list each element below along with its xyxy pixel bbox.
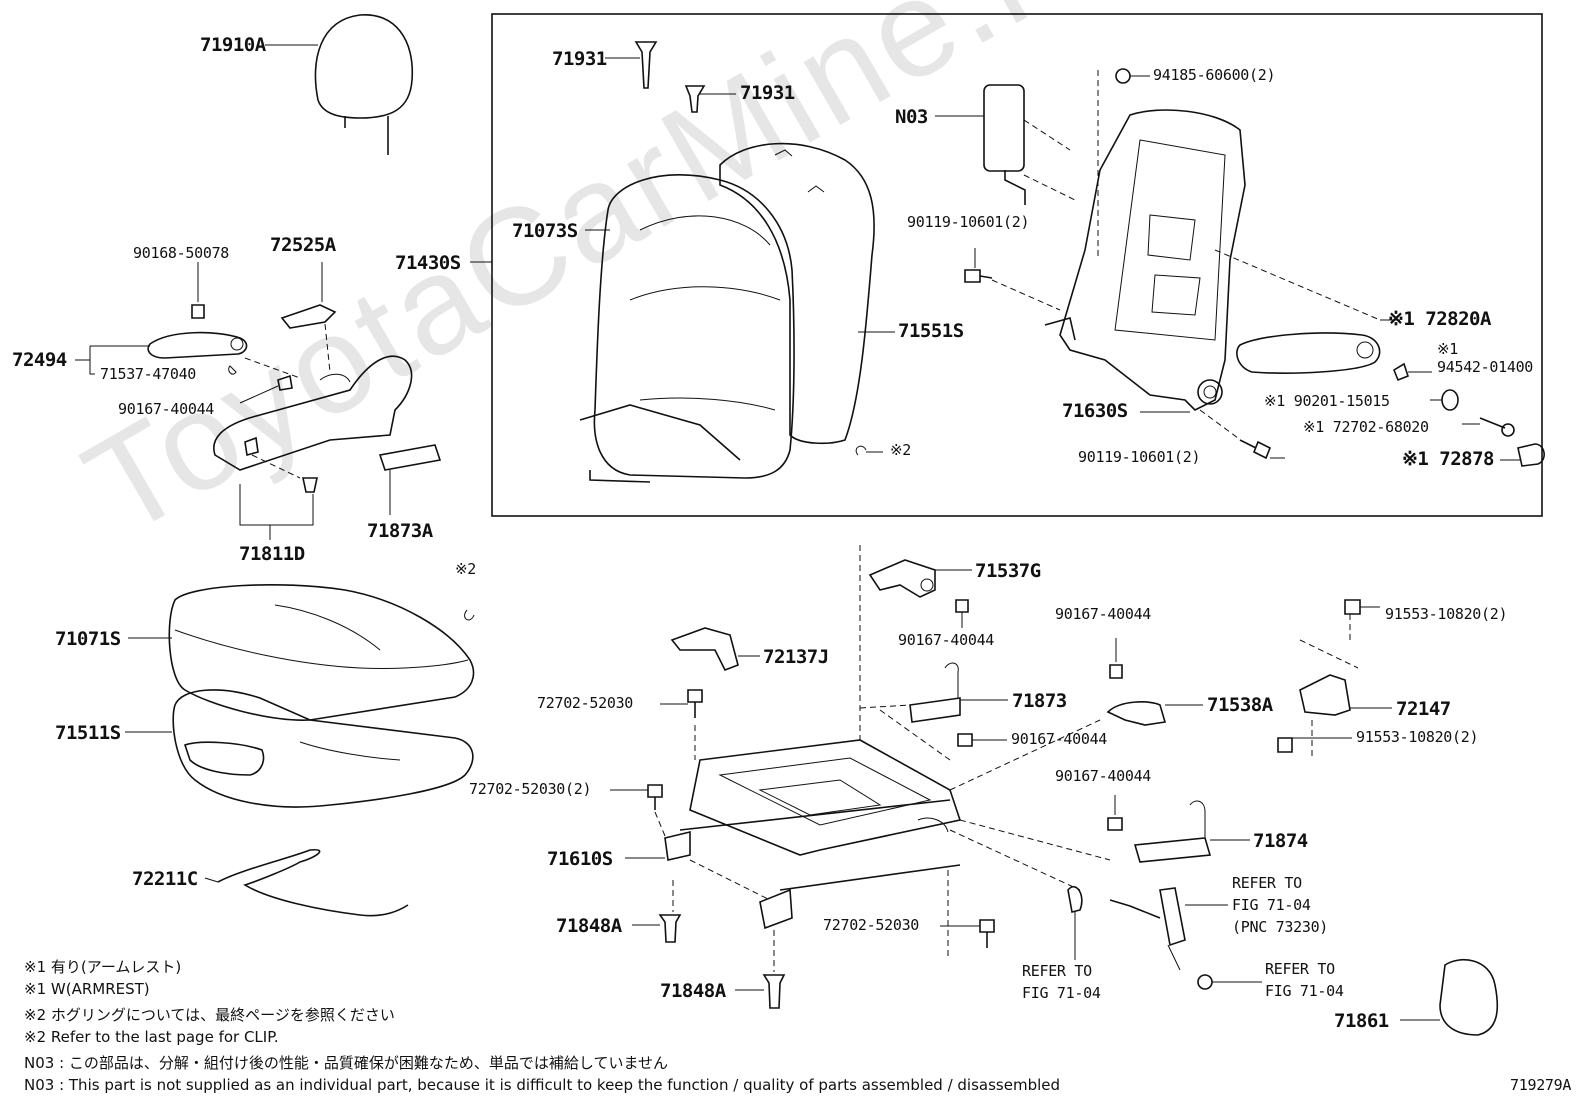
armrest-bolt-72702-68020 bbox=[1462, 417, 1515, 437]
label-71848A-upper: 71848A bbox=[556, 915, 622, 937]
label-90167-40044-right-upper: 90167-40044 bbox=[1055, 605, 1152, 623]
seat-track-frame-71610S bbox=[625, 545, 1111, 930]
label-71537-47040: 71537-47040 bbox=[100, 365, 197, 383]
armrest-washer-90201 bbox=[1430, 389, 1459, 411]
bracket-71538A bbox=[1106, 638, 1203, 726]
label-90167-40044-center: 90167-40044 bbox=[1011, 730, 1108, 748]
bracket-71537G bbox=[868, 559, 972, 628]
label-90119-10601-lower: 90119-10601(2) bbox=[1078, 448, 1201, 466]
label-90168-50078: 90168-50078 bbox=[133, 244, 230, 262]
label-94185-60600: 94185-60600(2) bbox=[1153, 66, 1276, 84]
wire-72211C bbox=[204, 848, 409, 917]
bolt-90119-10601-upper bbox=[964, 248, 1061, 311]
label-71511S: 71511S bbox=[55, 722, 121, 744]
label-71874: 71874 bbox=[1253, 830, 1308, 852]
armrest-washer-94542 bbox=[1393, 362, 1432, 382]
label-94542-01400: 94542-01400 bbox=[1437, 358, 1534, 376]
label-71910A: 71910A bbox=[200, 34, 266, 56]
headrest-support-71931 bbox=[605, 41, 736, 113]
label-72702-52030-lower: 72702-52030 bbox=[823, 916, 920, 934]
note-n03-jp: N03 : この部品は、分解・組付け後の性能・品質確保が困難なため、単品では補給… bbox=[24, 1054, 669, 1072]
cover-71861 bbox=[1400, 958, 1499, 1036]
label-71538A: 71538A bbox=[1207, 694, 1273, 716]
label-71073S: 71073S bbox=[512, 220, 578, 242]
seatback-frame-71630S bbox=[1044, 109, 1246, 413]
label-72147: 72147 bbox=[1396, 698, 1451, 720]
note-n03-en: N03 : This part is not supplied as an in… bbox=[24, 1076, 1061, 1094]
label-72702-52030-upper: 72702-52030 bbox=[537, 694, 634, 712]
label-72137J: 72137J bbox=[763, 646, 829, 668]
label-71430S: 71430S bbox=[395, 252, 461, 274]
armrest-cap-72878 bbox=[1500, 443, 1545, 467]
bracket-72147 bbox=[1277, 599, 1392, 760]
label-72525A: 72525A bbox=[270, 234, 336, 256]
label-71551S: 71551S bbox=[898, 320, 964, 342]
label-72494: 72494 bbox=[12, 349, 67, 371]
seatback-cover-71073S bbox=[579, 142, 895, 483]
bolt-72702-52030-lower bbox=[940, 870, 995, 960]
label-N03: N03 bbox=[895, 106, 928, 128]
label-90167-40044-upper: 90167-40044 bbox=[898, 631, 995, 649]
label-clip-top: ※2 bbox=[890, 441, 911, 459]
note-clip-en: ※2 Refer to the last page for CLIP. bbox=[24, 1028, 279, 1046]
armrest-72820A bbox=[1214, 249, 1400, 374]
label-71848A-lower: 71848A bbox=[660, 980, 726, 1002]
label-refer-nut-2: FIG 71-04 bbox=[1265, 982, 1344, 1000]
clip-ring-top bbox=[855, 445, 867, 456]
label-refer-nut-1: REFER TO bbox=[1265, 960, 1335, 978]
label-refer-buckle-3: (PNC 73230) bbox=[1232, 918, 1329, 936]
pin-71848A-lower bbox=[735, 930, 786, 1009]
label-clip-seat: ※2 bbox=[455, 560, 476, 578]
label-71931-right: 71931 bbox=[740, 82, 795, 104]
label-71873A: 71873A bbox=[367, 520, 433, 542]
note-armrest-jp: ※1 有り(アームレスト) bbox=[24, 958, 182, 976]
bolt-90167-40044-center bbox=[957, 733, 1007, 747]
label-refer-bracket-2: FIG 71-04 bbox=[1022, 984, 1101, 1002]
label-refer-bracket-1: REFER TO bbox=[1022, 962, 1092, 980]
label-72820A: ※1 72820A bbox=[1388, 308, 1491, 330]
label-71071S: 71071S bbox=[55, 628, 121, 650]
seatback-assembly-box bbox=[491, 13, 1543, 517]
headrest-71910A bbox=[265, 14, 414, 155]
label-94542-note: ※1 bbox=[1437, 340, 1458, 358]
label-refer-buckle-2: FIG 71-04 bbox=[1232, 896, 1311, 914]
side-airbag-N03 bbox=[935, 84, 1076, 205]
figure-id: 719279A bbox=[1510, 1076, 1572, 1094]
label-72878: ※1 72878 bbox=[1402, 448, 1495, 470]
label-71537G: 71537G bbox=[975, 560, 1041, 582]
seat-belt-buckle bbox=[1067, 886, 1262, 990]
bracket-71873 bbox=[859, 662, 1008, 761]
recliner-cover-assembly bbox=[75, 262, 442, 540]
bolt-72702-52030-upper bbox=[660, 689, 703, 718]
label-refer-buckle-1: REFER TO bbox=[1232, 874, 1302, 892]
nut-94185-60600 bbox=[1097, 68, 1150, 260]
label-90167-40044-left: 90167-40044 bbox=[118, 400, 215, 418]
label-72702-52030-left: 72702-52030(2) bbox=[469, 780, 592, 798]
label-71931-left: 71931 bbox=[552, 48, 607, 70]
label-91553-10820-upper: 91553-10820(2) bbox=[1385, 605, 1508, 623]
label-71861: 71861 bbox=[1334, 1010, 1389, 1032]
label-91553-10820-lower: 91553-10820(2) bbox=[1356, 728, 1479, 746]
cover-72137J bbox=[670, 627, 760, 672]
bracket-71874 bbox=[1107, 795, 1250, 863]
note-armrest-en: ※1 W(ARMREST) bbox=[24, 980, 150, 998]
label-72702-68020: ※1 72702-68020 bbox=[1303, 418, 1429, 436]
clip-ring-seat bbox=[464, 609, 475, 621]
label-72211C: 72211C bbox=[132, 868, 198, 890]
pin-71848A-upper bbox=[632, 880, 682, 943]
label-90167-40044-right-lower: 90167-40044 bbox=[1055, 767, 1152, 785]
label-90119-10601-upper: 90119-10601(2) bbox=[907, 213, 1030, 231]
bolt-90119-10601-lower bbox=[1199, 409, 1285, 460]
label-71873: 71873 bbox=[1012, 690, 1067, 712]
label-71811D: 71811D bbox=[239, 543, 305, 565]
seat-cushion-pad-71511S bbox=[125, 689, 474, 808]
seat-cushion-cover-71071S bbox=[128, 583, 475, 721]
bolt-72702-52030-left bbox=[610, 784, 666, 837]
note-clip-jp: ※2 ホグリングについては、最終ページを参照ください bbox=[24, 1006, 395, 1024]
label-90201-15015: ※1 90201-15015 bbox=[1264, 392, 1390, 410]
label-71630S: 71630S bbox=[1062, 400, 1128, 422]
label-71610S: 71610S bbox=[547, 848, 613, 870]
